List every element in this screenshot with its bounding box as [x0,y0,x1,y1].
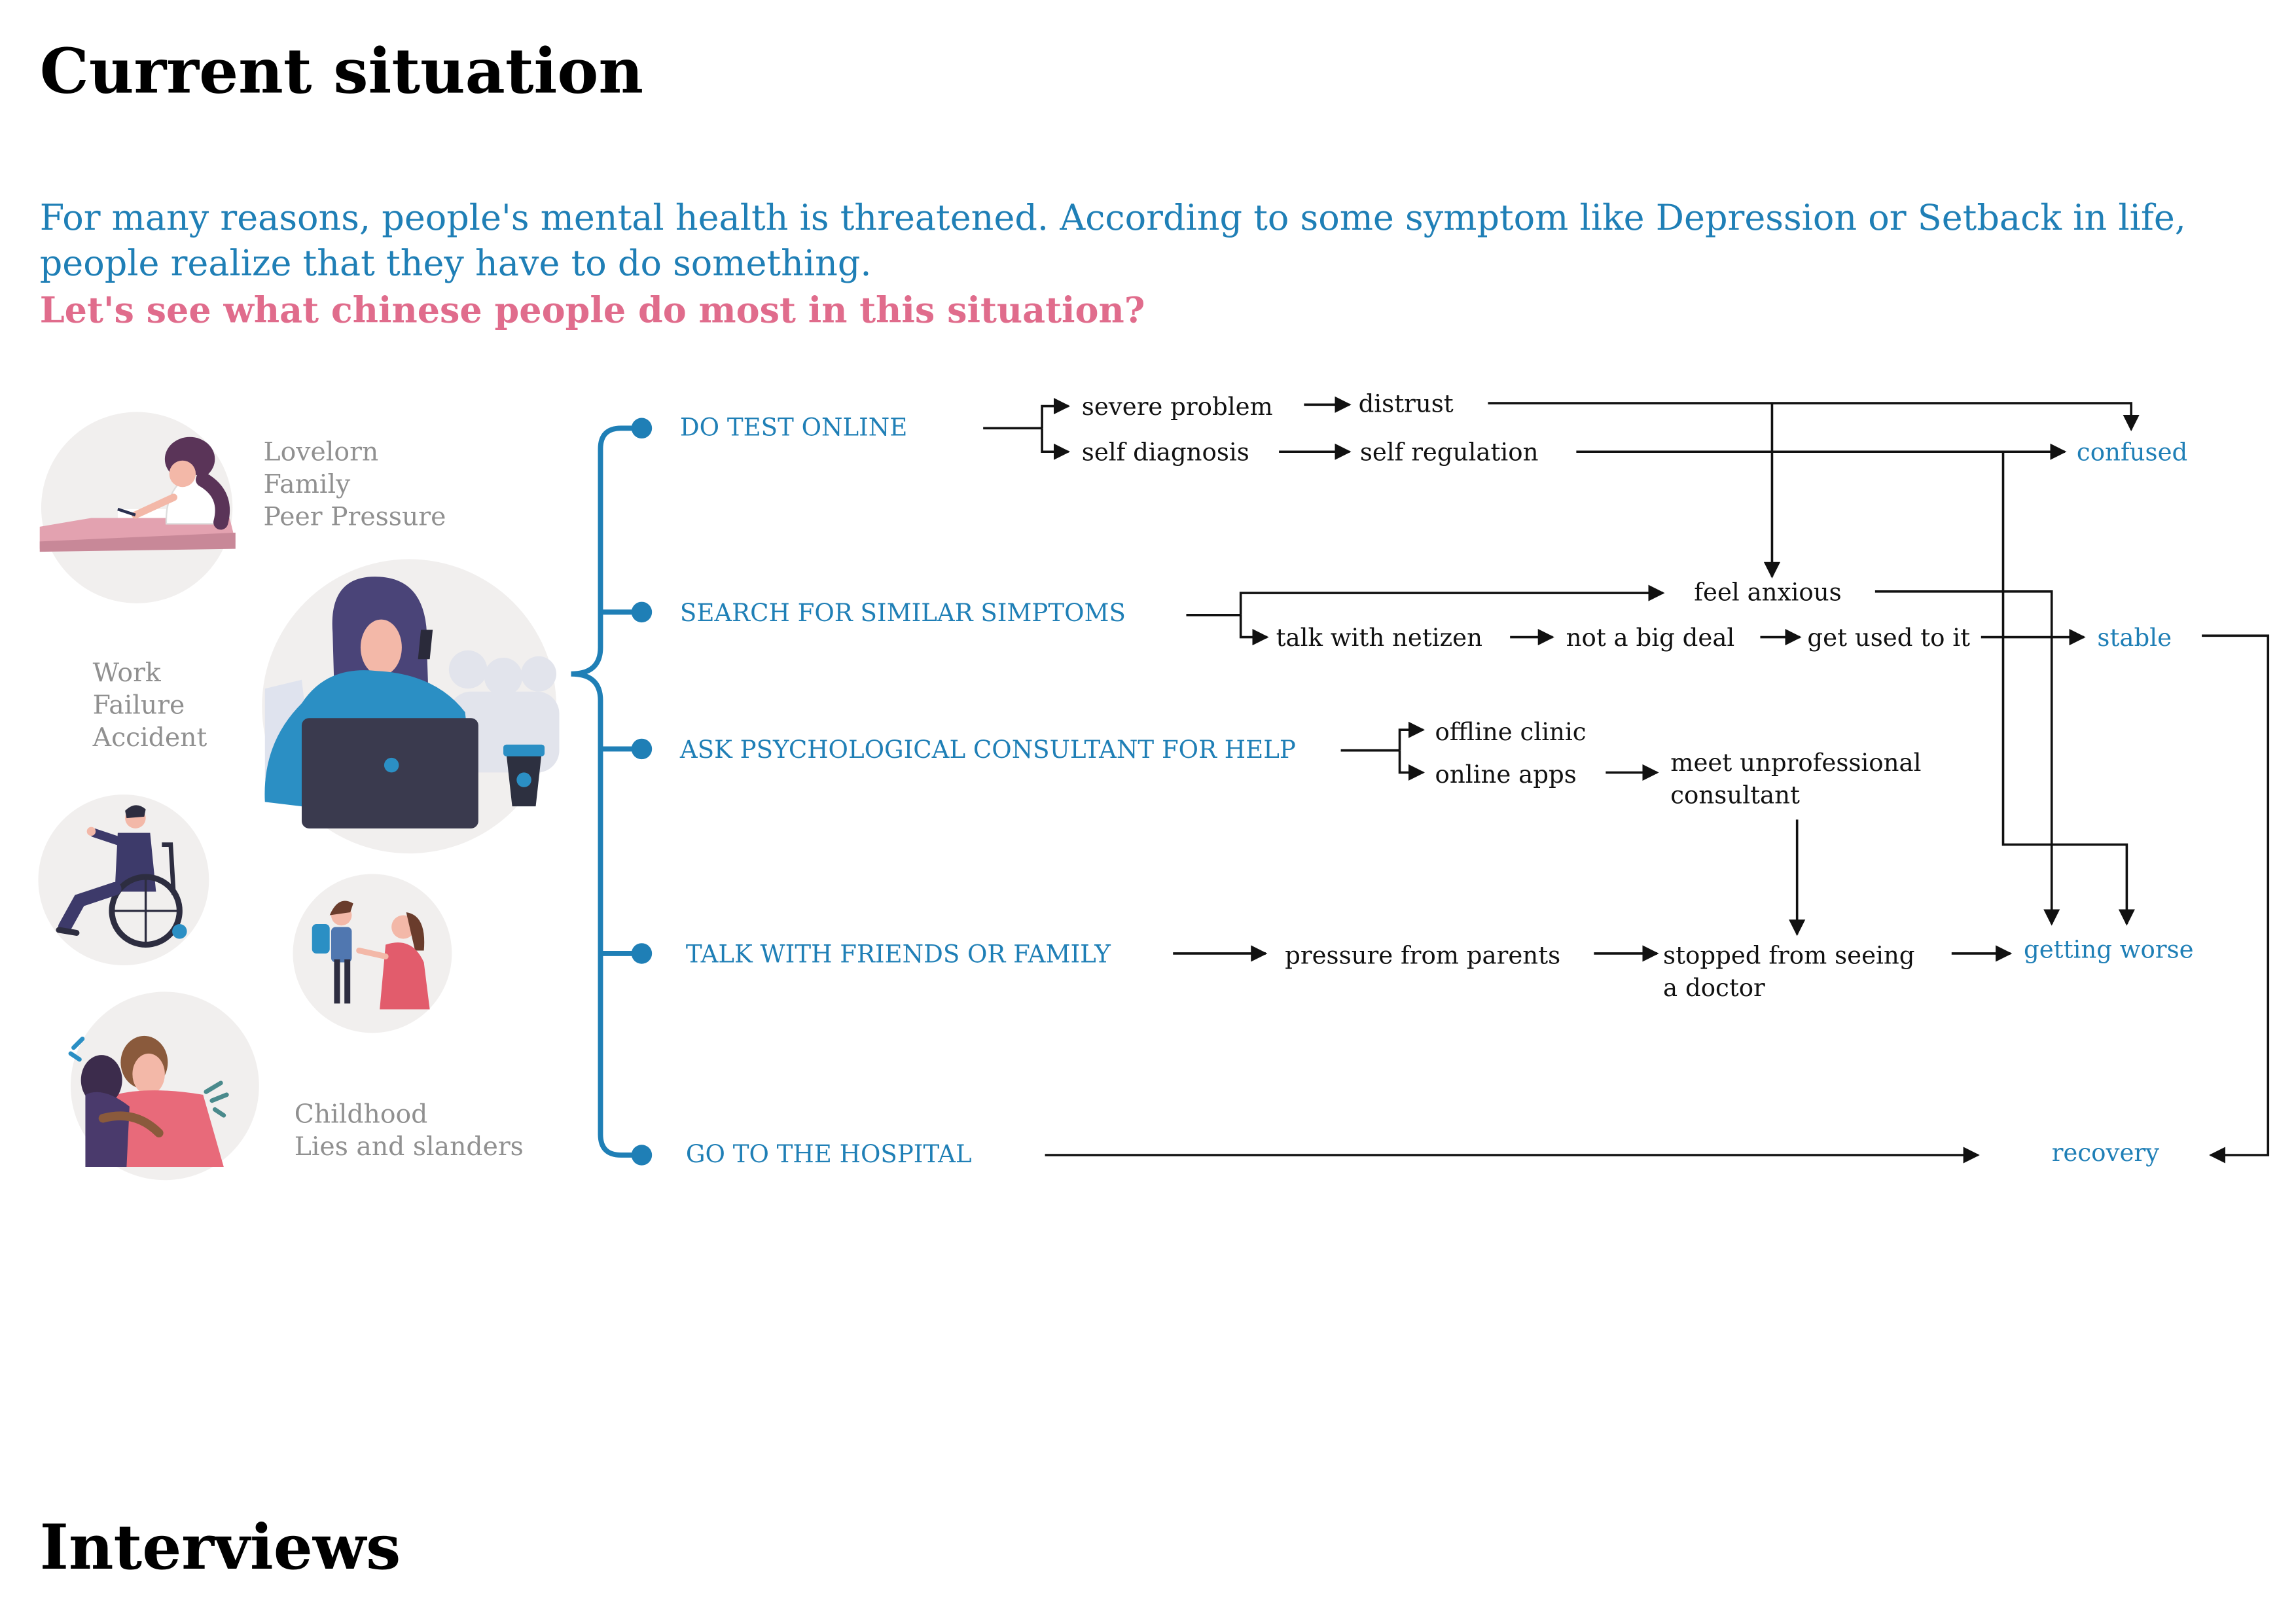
node-pressure-from-parents: pressure from parents [1285,942,1560,970]
reason-list-2: Work Failure Accident [92,658,207,753]
outcome-recovery: recovery [2052,1139,2159,1167]
mother-and-child-illustration [293,874,452,1033]
category-dot [632,602,652,622]
node-talk-with-netizen: talk with netizen [1276,624,1482,652]
connector [2202,635,2268,1155]
couple-embracing-illustration [71,991,259,1180]
category-ask-consultant: ASK PSYCHOLOGICAL CONSULTANT FOR HELP [679,736,1296,764]
node-get-used-to-it: get used to it [1807,624,1970,652]
reason-lies-and-slanders: Lies and slanders [295,1132,524,1162]
node-distrust: distrust [1359,390,1454,418]
node-stopped-from-seeing-line1: stopped from seeing [1663,942,1914,970]
category-brace [571,418,653,1166]
connectors [983,403,2268,1155]
connector [1241,615,1267,637]
node-self-regulation: self regulation [1360,438,1539,467]
outcome-getting-worse: getting worse [2024,936,2194,964]
outcome-confused: confused [2077,438,2187,467]
reason-list-1: Lovelorn Family Peer Pressure [264,437,446,532]
reason-accident: Accident [92,722,207,753]
connector [1042,428,1068,452]
connector [1400,751,1424,773]
node-not-a-big-deal: not a big deal [1566,624,1735,652]
reason-list-3: Childhood Lies and slanders [295,1099,524,1162]
node-feel-anxious: feel anxious [1694,578,1841,606]
node-meet-unprofessional-line1: meet unprofessional [1670,749,1921,777]
woman-on-phone-with-laptop-illustration [262,559,559,853]
outcome-stable: stable [2097,624,2172,652]
reason-failure: Failure [93,690,185,720]
man-in-wheelchair-illustration [38,794,209,965]
node-stopped-from-seeing-line2: a doctor [1663,974,1765,1002]
node-severe-problem: severe problem [1082,393,1273,421]
node-meet-unprofessional-line2: consultant [1670,781,1800,810]
category-dot [632,418,652,438]
woman-writing-illustration [40,412,236,603]
reason-childhood: Childhood [295,1099,428,1130]
connector [1241,593,1663,615]
reason-peer-pressure: Peer Pressure [264,502,446,532]
connector [1488,403,2131,429]
node-self-diagnosis: self diagnosis [1082,438,1249,467]
category-do-test-online: DO TEST ONLINE [680,414,907,442]
node-online-apps: online apps [1435,760,1577,789]
reason-family: Family [264,469,351,499]
reason-lovelorn: Lovelorn [264,437,379,467]
reason-work: Work [93,658,162,688]
section-title-interviews: Interviews [40,1517,401,1578]
category-dot [632,739,652,759]
category-search-similar-symptoms: SEARCH FOR SIMILAR SIMPTOMS [680,599,1126,627]
connector [1400,730,1424,750]
connector [2003,452,2127,924]
category-dot [632,943,652,963]
connector [1042,406,1068,429]
category-go-to-hospital: GO TO THE HOSPITAL [686,1140,972,1168]
node-offline-clinic: offline clinic [1435,718,1587,746]
category-talk-friends-family: TALK WITH FRIENDS OR FAMILY [686,940,1111,968]
category-dot [632,1145,652,1165]
